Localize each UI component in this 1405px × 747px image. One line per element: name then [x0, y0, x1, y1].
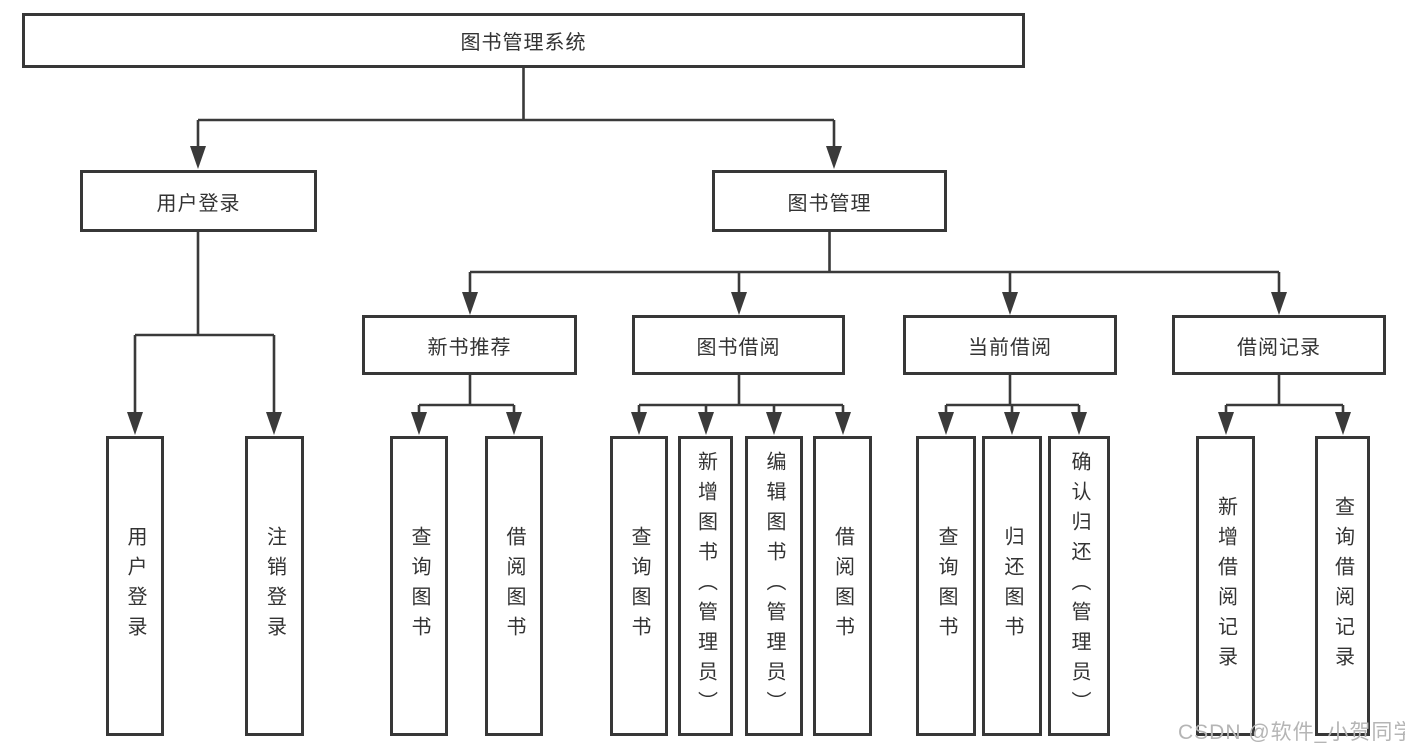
- leaf-edit-books-admin: 编辑图书（管理员）: [745, 436, 803, 736]
- arrow-down-icon: [506, 412, 522, 435]
- node-label: 新书推荐: [427, 336, 512, 359]
- node-label: 归还图书: [1001, 526, 1023, 646]
- arrow-down-icon: [190, 146, 206, 169]
- leaf-query-borrow-record: 查询借阅记录: [1315, 436, 1370, 736]
- node-label: 查询图书: [935, 526, 957, 646]
- arrow-down-icon: [1002, 292, 1018, 315]
- arrow-down-icon: [698, 412, 714, 435]
- arrow-down-icon: [1071, 412, 1087, 435]
- arrow-down-icon: [127, 412, 143, 435]
- node-label: 注销登录: [263, 526, 286, 646]
- node-label: 确认归还（管理员）: [1068, 451, 1090, 721]
- node-label: 查询借阅记录: [1331, 496, 1354, 676]
- arrow-down-icon: [266, 412, 282, 435]
- node-label: 查询图书: [408, 526, 430, 646]
- csdn-watermark: CSDN @软件_小贺同学: [1178, 721, 1405, 744]
- node-library-management-system: 图书管理系统: [22, 13, 1025, 68]
- leaf-confirm-return-admin: 确认归还（管理员）: [1048, 436, 1110, 736]
- arrow-down-icon: [826, 146, 842, 169]
- leaf-logout-login: 注销登录: [245, 436, 304, 736]
- leaf-add-books-admin: 新增图书（管理员）: [678, 436, 733, 736]
- node-new-book-recommendation: 新书推荐: [362, 315, 577, 375]
- node-book-management: 图书管理: [712, 170, 947, 232]
- arrow-down-icon: [631, 412, 647, 435]
- node-label: 用户登录: [156, 192, 241, 215]
- leaf-return-books: 归还图书: [982, 436, 1042, 736]
- leaf-query-books-current: 查询图书: [916, 436, 976, 736]
- node-label: 当前借阅: [968, 336, 1052, 359]
- node-label: 借阅图书: [831, 526, 854, 646]
- node-label: 编辑图书（管理员）: [763, 451, 785, 721]
- node-current-borrowing: 当前借阅: [903, 315, 1117, 375]
- arrow-down-icon: [938, 412, 954, 435]
- arrow-down-icon: [1271, 292, 1287, 315]
- node-label: 用户登录: [124, 526, 146, 646]
- node-book-borrowing: 图书借阅: [632, 315, 845, 375]
- leaf-user-login: 用户登录: [106, 436, 164, 736]
- arrow-down-icon: [462, 292, 478, 315]
- node-label: 图书管理: [787, 192, 872, 215]
- node-label: 借阅图书: [503, 526, 525, 646]
- node-label: 查询图书: [628, 526, 650, 646]
- arrow-down-icon: [1218, 412, 1234, 435]
- leaf-borrow-books: 借阅图书: [813, 436, 872, 736]
- node-label: 图书借阅: [696, 336, 781, 359]
- node-label: 新增图书（管理员）: [694, 451, 717, 721]
- leaf-add-borrow-record: 新增借阅记录: [1196, 436, 1255, 736]
- arrow-down-icon: [766, 412, 782, 435]
- arrow-down-icon: [1335, 412, 1351, 435]
- arrow-down-icon: [835, 412, 851, 435]
- arrow-down-icon: [1004, 412, 1020, 435]
- node-label: 借阅记录: [1237, 336, 1321, 359]
- leaf-borrow-books-recommend: 借阅图书: [485, 436, 543, 736]
- node-label: 新增借阅记录: [1214, 496, 1237, 676]
- node-borrowing-records: 借阅记录: [1172, 315, 1386, 375]
- arrow-down-icon: [731, 292, 747, 315]
- node-label: 图书管理系统: [460, 32, 587, 54]
- arrowhead-icons: [127, 146, 1351, 435]
- connector-paths: [133, 68, 1345, 414]
- node-user-login: 用户登录: [80, 170, 317, 232]
- arrow-down-icon: [411, 412, 427, 435]
- leaf-query-books-borrowing: 查询图书: [610, 436, 668, 736]
- leaf-query-books-recommend: 查询图书: [390, 436, 448, 736]
